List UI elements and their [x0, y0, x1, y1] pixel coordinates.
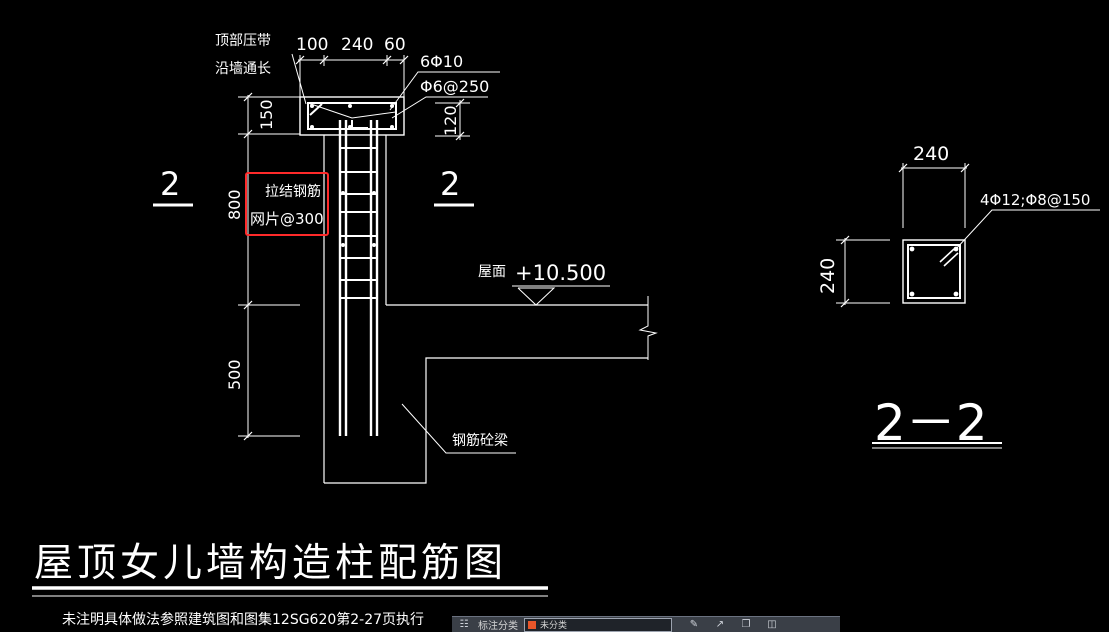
dim-100: 100 [296, 35, 328, 55]
label-tie-mesh-2: 网片@300 [250, 210, 324, 228]
dim-60: 60 [384, 35, 406, 55]
label-beam: 钢筋砼梁 [452, 432, 508, 449]
paste-icon[interactable]: ◫ [767, 619, 777, 630]
top-band-outline [299, 96, 405, 136]
stirrups [340, 147, 377, 299]
layer-select-value: 未分类 [540, 621, 568, 631]
toolbar-label: 标注分类 [478, 621, 518, 632]
section-outline [902, 239, 966, 304]
dim-120: 120 [441, 105, 460, 136]
label-tie-mesh-1: 拉结钢筋 [265, 183, 321, 200]
section-dim-top: 240 [913, 143, 949, 165]
label-roof: 屋面 [478, 264, 506, 280]
section-rebar-label: 4Φ12;Φ8@150 [980, 191, 1090, 209]
layer-color-swatch [528, 620, 536, 629]
dim-800: 800 [225, 189, 244, 220]
pencil-icon[interactable]: ✎ [689, 619, 699, 630]
label-top-band-1: 顶部压带 [215, 33, 271, 49]
section-dim-left: 240 [817, 258, 839, 294]
dim-240-top: 240 [341, 35, 373, 55]
dim-150: 150 [257, 99, 276, 130]
label-roof-elevation: +10.500 [515, 261, 606, 285]
arrow-icon[interactable]: ↗ [715, 619, 725, 630]
section-mark-left: 2 [160, 165, 180, 203]
rebar-label-phi6-250: Φ6@250 [420, 77, 489, 96]
section-title: 2－2 [874, 394, 988, 452]
main-title: 屋顶女儿墙构造柱配筋图 [34, 541, 507, 586]
note-text: 未注明具体做法参照建筑图和图集12SG620第2-27页执行 [62, 611, 424, 628]
top-band-slope [307, 102, 397, 119]
layer-select[interactable]: 未分类 [524, 617, 672, 632]
copy-icon[interactable]: ❐ [741, 619, 751, 630]
highlight-box [245, 172, 329, 236]
column-rebar [338, 120, 379, 436]
bottom-toolbar: ☷ 标注分类 未分类 ✎ ↗ ❐ ◫ [452, 616, 840, 632]
toolbar-tools: ✎ ↗ ❐ ◫ [682, 618, 780, 632]
layers-icon[interactable]: ☷ [459, 619, 469, 630]
section-stirrup [907, 244, 961, 299]
section-mark-right: 2 [440, 165, 460, 203]
dim-500: 500 [225, 359, 244, 390]
rebar-label-6phi10: 6Φ10 [420, 52, 463, 71]
label-top-band-2: 沿墙通长 [215, 61, 271, 77]
